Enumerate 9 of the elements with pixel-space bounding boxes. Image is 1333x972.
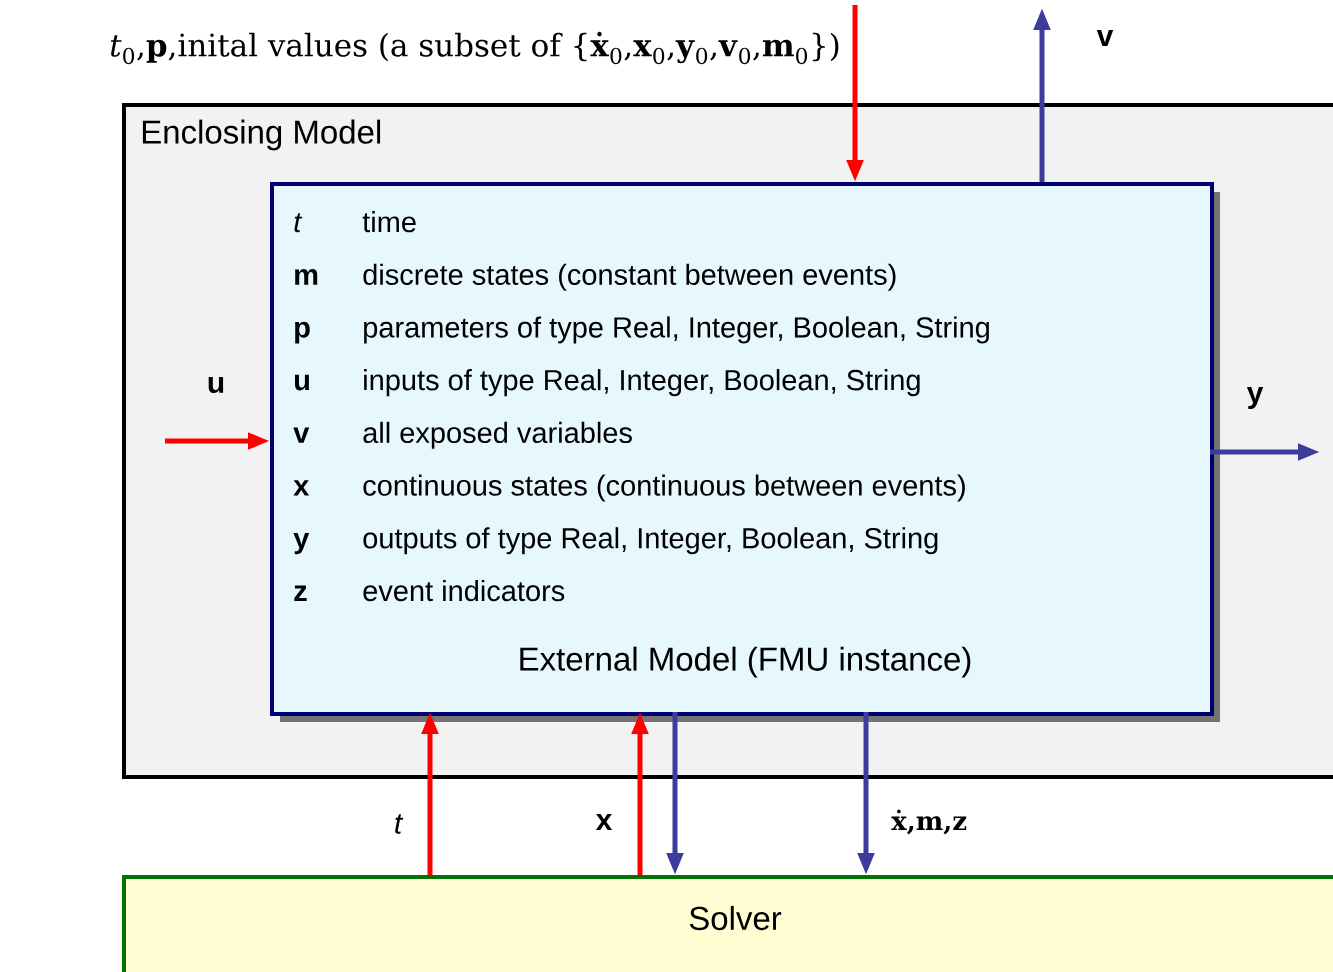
edge-label: t xyxy=(395,814,404,834)
edge-label: x xyxy=(595,814,613,830)
edge-label: t$_{0}$,p,inital values (a subset of {ẋ$_{0}$,x$_{0}$,y$_{0}$,v$_{0}$,m$_{0}$}) xyxy=(110,31,839,65)
edge-label: y xyxy=(1246,386,1264,410)
model-box: t time m discrete states (constant between events) p parameters of type Real, Integer, Boolean, String u inputs of type Real, Integer, Boolean, String v all exposed variables x continuous states (continuous between events) y outputs of type Real, Integer, Boolean, String z event indicators External Model (FMU instance) xyxy=(270,182,1220,722)
edge-label: v xyxy=(1096,30,1114,46)
solver-box: Solver xyxy=(122,875,1333,972)
edge-label: u xyxy=(208,376,224,394)
edge-label: ẋ,m,z xyxy=(891,809,967,835)
